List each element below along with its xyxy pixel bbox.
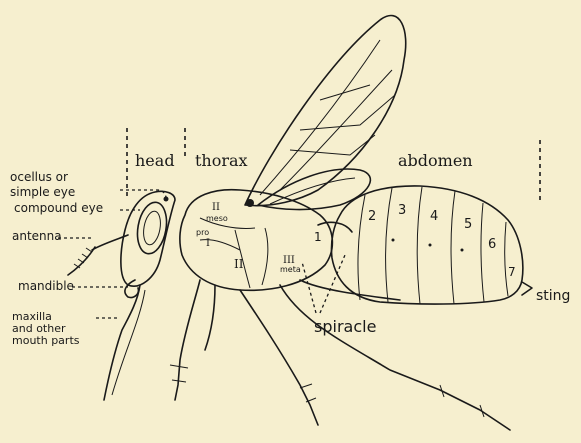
segment-3-label: 3 (398, 203, 406, 218)
mandible (125, 280, 138, 297)
segment-line-5 (481, 203, 484, 302)
ocellus-label-2: simple eye (10, 185, 75, 199)
segment-line-2 (386, 188, 392, 302)
segment-5-label: 5 (464, 217, 472, 232)
forewing-vein-1 (260, 40, 380, 195)
segment-2-label: 2 (368, 209, 376, 224)
forewing-vein-2 (280, 70, 392, 190)
maxilla-label-3: mouth parts (12, 334, 80, 347)
foreleg (175, 280, 200, 400)
spiracle-dot-2 (429, 244, 432, 247)
ocellus (164, 197, 169, 202)
mouthparts (104, 285, 140, 400)
midleg (240, 290, 318, 425)
head-label: head (135, 151, 175, 170)
spiracle-dot-1 (392, 239, 395, 242)
spiracle-dot-3 (461, 249, 464, 252)
segment-7-label: 7 (508, 265, 516, 279)
thorax (180, 190, 333, 291)
thorax-label: thorax (195, 151, 248, 170)
segment-4-label: 4 (430, 209, 438, 224)
meta-label: meta (280, 265, 301, 274)
mouthparts-2 (112, 290, 145, 395)
abdomen (318, 186, 532, 304)
thorax-roman-1: I (206, 238, 210, 249)
antenna-segments (74, 248, 92, 268)
thorax-roman-2-upper: II (212, 202, 220, 213)
legs (170, 280, 510, 430)
thorax-roman-2-lower: II (234, 257, 244, 271)
ocellus-label-1: ocellus or (10, 170, 68, 184)
hindwing-vein (270, 178, 355, 204)
foreleg-2 (205, 285, 215, 350)
thorax-suture-3 (262, 228, 268, 285)
wing-base (246, 199, 254, 207)
wings (245, 16, 406, 210)
segment-line-4 (451, 191, 455, 304)
segment-6-label: 6 (488, 237, 496, 252)
compound-eye-inner (141, 210, 163, 246)
head (104, 191, 175, 400)
segment-line-1 (358, 195, 365, 300)
mandible-label: mandible (18, 279, 74, 293)
region-dividers (127, 128, 540, 200)
sting-tip (522, 282, 532, 295)
segment-line-3 (417, 187, 422, 304)
spiracle-label: spiracle (314, 317, 376, 336)
forewing-vein-3 (300, 95, 395, 130)
antenna (68, 235, 128, 275)
compound-eye (134, 200, 171, 256)
segment-line-6 (505, 222, 508, 296)
pro-label: pro (196, 228, 209, 237)
segment-1-label: 1 (314, 230, 322, 244)
sting-label: sting (536, 288, 570, 304)
antenna-label: antenna (12, 229, 62, 243)
abdomen-label: abdomen (398, 151, 473, 170)
leader-spiracle-1 (302, 262, 316, 313)
hindwing (258, 169, 370, 209)
meso-label: meso (206, 214, 228, 223)
forewing (245, 16, 406, 206)
forewing-vein-5 (320, 85, 370, 100)
compound-eye-label: compound eye (14, 201, 103, 215)
